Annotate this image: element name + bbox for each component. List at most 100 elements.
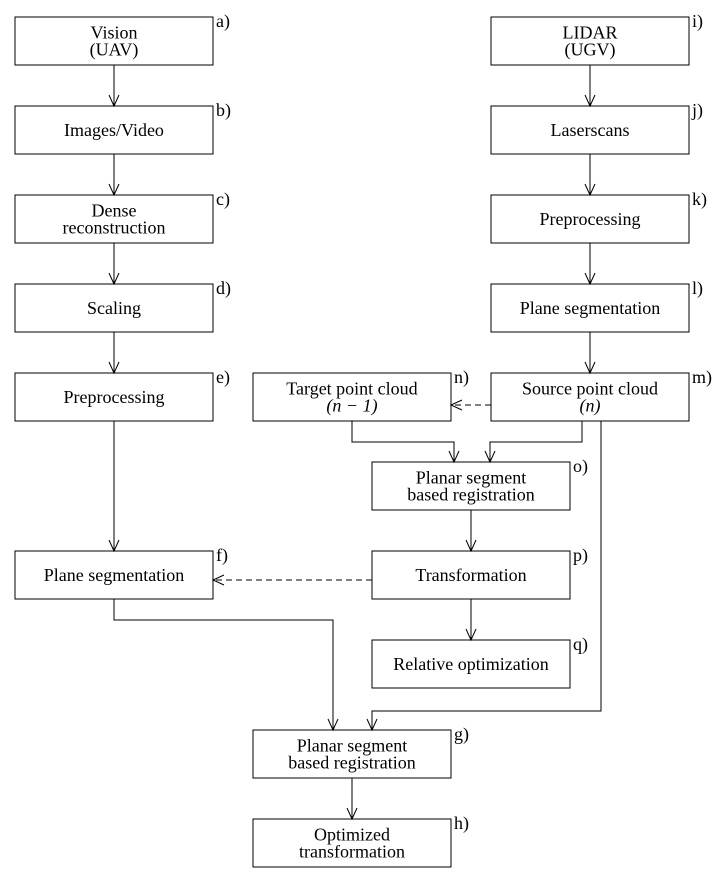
node-i-label-1: (UGV) xyxy=(565,40,616,61)
node-i-tag: i) xyxy=(692,11,703,32)
edge-n-o-arrowhead xyxy=(448,450,460,464)
node-l-label-0: Plane segmentation xyxy=(520,298,660,318)
edge-b-c xyxy=(108,154,120,197)
edge-p-f-arrowhead xyxy=(211,574,225,586)
edge-g-h xyxy=(346,778,358,821)
edge-i-j xyxy=(584,65,596,108)
node-e: Preprocessing e) xyxy=(14,367,230,422)
edge-j-k-arrowhead xyxy=(584,183,596,197)
node-k-tag: k) xyxy=(692,189,707,210)
node-k: Preprocessing k) xyxy=(490,189,707,244)
node-e-label-0: Preprocessing xyxy=(64,387,165,407)
node-h-box xyxy=(252,818,452,868)
node-p-label-0: Transformation xyxy=(415,565,526,585)
edge-m-n-arrowhead xyxy=(449,399,463,411)
edge-m-g-line xyxy=(371,421,602,730)
node-j: Laserscans j) xyxy=(490,100,703,155)
node-b: Images/Video b) xyxy=(14,100,231,155)
node-a-label-0: Vision xyxy=(91,23,138,43)
node-e-tag: e) xyxy=(216,367,230,388)
node-d-tag: d) xyxy=(216,278,231,299)
node-a-tag: a) xyxy=(216,11,230,32)
node-n-label-1: (n − 1) xyxy=(326,396,377,417)
node-f-tag: f) xyxy=(216,545,228,566)
edge-j-k xyxy=(584,154,596,197)
node-q-box xyxy=(371,639,571,689)
node-j-box xyxy=(490,105,690,155)
node-k-box xyxy=(490,194,690,244)
edge-p-f xyxy=(211,574,372,586)
node-h-label-0: Optimized xyxy=(314,825,390,845)
node-c-box xyxy=(14,194,214,244)
edge-a-b-arrowhead xyxy=(108,94,120,108)
node-f: Plane segmentation f) xyxy=(14,545,228,600)
edge-m-o-arrowhead xyxy=(484,450,496,464)
edge-e-f-arrowhead xyxy=(108,539,120,553)
node-a-label-1: (UAV) xyxy=(90,40,139,61)
edge-c-d-arrowhead xyxy=(108,272,120,286)
node-q: Relative optimization q) xyxy=(371,634,588,689)
edge-m-o-line xyxy=(489,421,583,462)
node-n-label-0: Target point cloud xyxy=(286,379,417,399)
node-g-tag: g) xyxy=(454,724,469,745)
node-h-label-1: transformation xyxy=(299,842,405,862)
node-b-tag: b) xyxy=(216,100,231,121)
node-p-tag: p) xyxy=(573,545,588,566)
edge-c-d xyxy=(108,243,120,286)
node-d-label-0: Scaling xyxy=(87,298,141,318)
node-h-tag: h) xyxy=(454,813,469,834)
edge-a-b xyxy=(108,65,120,108)
node-n-tag: n) xyxy=(454,367,469,388)
node-p-box xyxy=(371,550,571,600)
node-c-tag: c) xyxy=(216,189,230,210)
node-m-label-0: Source point cloud xyxy=(522,379,658,399)
node-i-box xyxy=(490,16,690,66)
edge-m-g-arrowhead xyxy=(366,718,378,732)
edge-f-g-line xyxy=(113,599,334,730)
node-d: Scaling d) xyxy=(14,278,231,333)
node-c-label-1: reconstruction xyxy=(63,218,166,238)
edge-e-f xyxy=(108,421,120,553)
edge-m-o xyxy=(484,421,583,464)
edge-m-g xyxy=(366,421,602,732)
edge-f-g xyxy=(113,599,339,732)
edge-d-e xyxy=(108,332,120,375)
edge-g-h-arrowhead xyxy=(346,807,358,821)
edge-i-j-arrowhead xyxy=(584,94,596,108)
edge-l-m-arrowhead xyxy=(584,361,596,375)
edge-k-l xyxy=(584,243,596,286)
edge-m-n xyxy=(449,399,491,411)
edge-f-g-arrowhead xyxy=(327,718,339,732)
node-m-tag: m) xyxy=(692,367,712,388)
node-o-label-0: Planar segment xyxy=(416,468,526,488)
node-b-label-0: Images/Video xyxy=(64,120,164,140)
node-k-label-0: Preprocessing xyxy=(540,209,641,229)
edge-k-l-arrowhead xyxy=(584,272,596,286)
node-g-label-0: Planar segment xyxy=(297,736,407,756)
node-c-label-0: Dense xyxy=(92,201,137,221)
edge-b-c-arrowhead xyxy=(108,183,120,197)
node-q-label-0: Relative optimization xyxy=(393,654,548,674)
node-a: Vision(UAV) a) xyxy=(14,11,230,66)
node-f-label-0: Plane segmentation xyxy=(44,565,184,585)
node-j-label-0: Laserscans xyxy=(551,120,630,140)
edge-o-p-arrowhead xyxy=(465,539,477,553)
node-i: LIDAR(UGV)i) xyxy=(490,11,703,66)
node-p: Transformation p) xyxy=(371,545,588,600)
node-j-tag: j) xyxy=(691,100,703,121)
node-q-tag: q) xyxy=(573,634,588,655)
node-o-tag: o) xyxy=(573,456,588,477)
edge-p-q xyxy=(465,599,477,642)
node-n: Target point cloud(n − 1) n) xyxy=(252,367,469,422)
node-g-label-1: based registration xyxy=(288,753,415,773)
node-l-tag: l) xyxy=(692,278,703,299)
node-m: Source point cloud(n)m) xyxy=(490,367,712,422)
edge-p-q-arrowhead xyxy=(465,628,477,642)
node-n-box xyxy=(252,372,452,422)
